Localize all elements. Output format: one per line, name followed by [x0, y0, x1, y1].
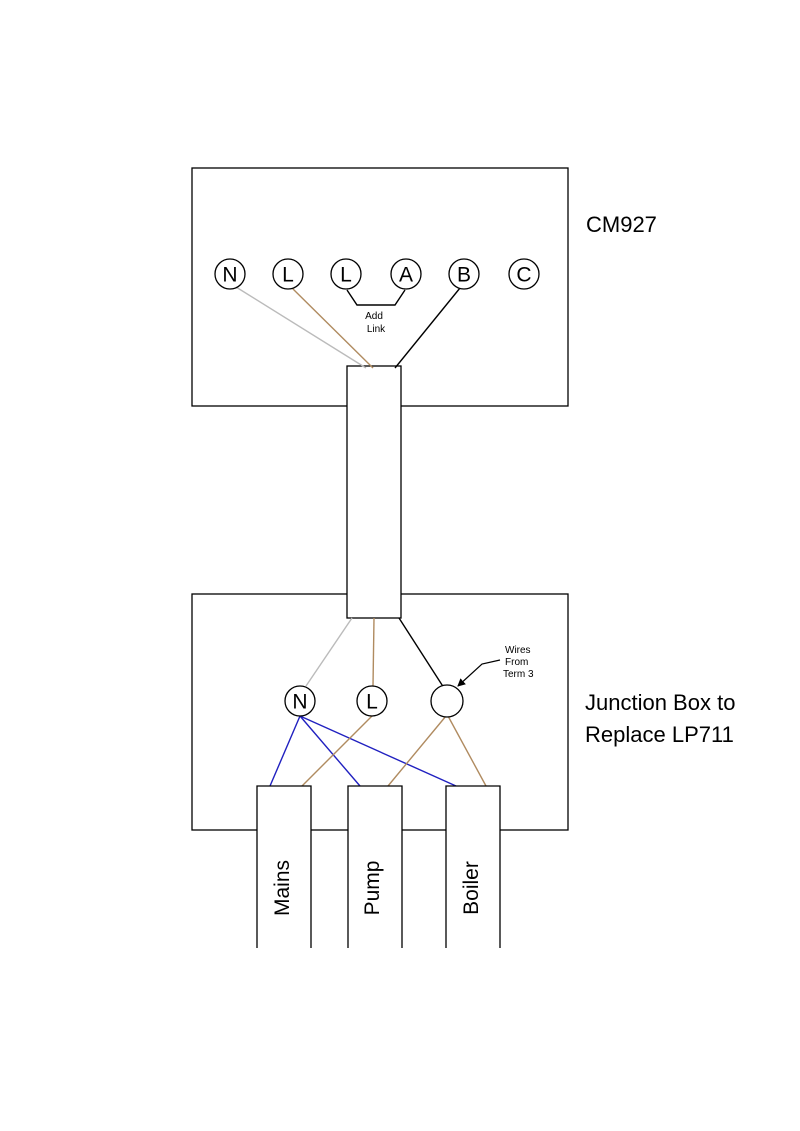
- note-line-1: Wires: [505, 645, 531, 656]
- junction-wire-switched: [398, 617, 445, 689]
- svg-text:N: N: [292, 691, 307, 714]
- thermostat-terminal-l2: L: [330, 258, 362, 290]
- thermostat-wire-live: [291, 287, 374, 369]
- junction-wire-live: [372, 617, 375, 687]
- junction-terminal-l: L: [356, 685, 388, 717]
- svg-text:Boiler: Boiler: [460, 861, 483, 915]
- thermostat-link: [346, 289, 406, 306]
- svg-text:L: L: [366, 691, 378, 714]
- live-to-mains: [301, 715, 373, 787]
- svg-text:B: B: [457, 264, 471, 287]
- cable-pump: Pump: [347, 785, 403, 948]
- thermostat-terminal-b: B: [448, 258, 480, 290]
- thermostat-terminal-l: L: [272, 258, 304, 290]
- switched-to-boiler: [447, 715, 487, 787]
- neutral-to-boiler: [299, 715, 457, 787]
- cable-boiler: Boiler: [445, 785, 501, 948]
- svg-text:L: L: [340, 264, 352, 287]
- thermostat-wire-neutral: [235, 286, 367, 369]
- junction-wire-neutral: [305, 617, 353, 687]
- thermostat-terminal-c: C: [508, 258, 540, 290]
- switched-to-pump: [387, 715, 447, 787]
- neutral-to-mains: [269, 715, 301, 787]
- note-line-2: From: [505, 657, 528, 668]
- svg-text:Pump: Pump: [361, 861, 384, 916]
- note-arrow: [457, 659, 501, 687]
- svg-text:C: C: [516, 264, 531, 287]
- note-line-3: Term 3: [503, 669, 534, 680]
- svg-text:N: N: [222, 264, 237, 287]
- interconnect-cable: [346, 365, 402, 619]
- junction-terminal-3: [430, 684, 464, 718]
- svg-text:A: A: [399, 264, 413, 287]
- thermostat-terminal-a: A: [390, 258, 422, 290]
- junction-box-title-line-2: Replace LP711: [585, 722, 734, 747]
- thermostat-wire-switched: [394, 287, 461, 369]
- thermostat-title: CM927: [586, 212, 657, 237]
- cable-mains: Mains: [256, 785, 312, 948]
- thermostat-terminal-n: N: [214, 258, 246, 290]
- junction-box-title-line-1: Junction Box to: [585, 690, 735, 715]
- neutral-to-pump: [299, 715, 361, 787]
- svg-text:Mains: Mains: [271, 860, 294, 916]
- link-note-line-1: Add: [365, 311, 383, 322]
- link-note-line-2: Link: [367, 324, 386, 335]
- svg-text:L: L: [282, 264, 294, 287]
- junction-terminal-n: N: [284, 685, 316, 717]
